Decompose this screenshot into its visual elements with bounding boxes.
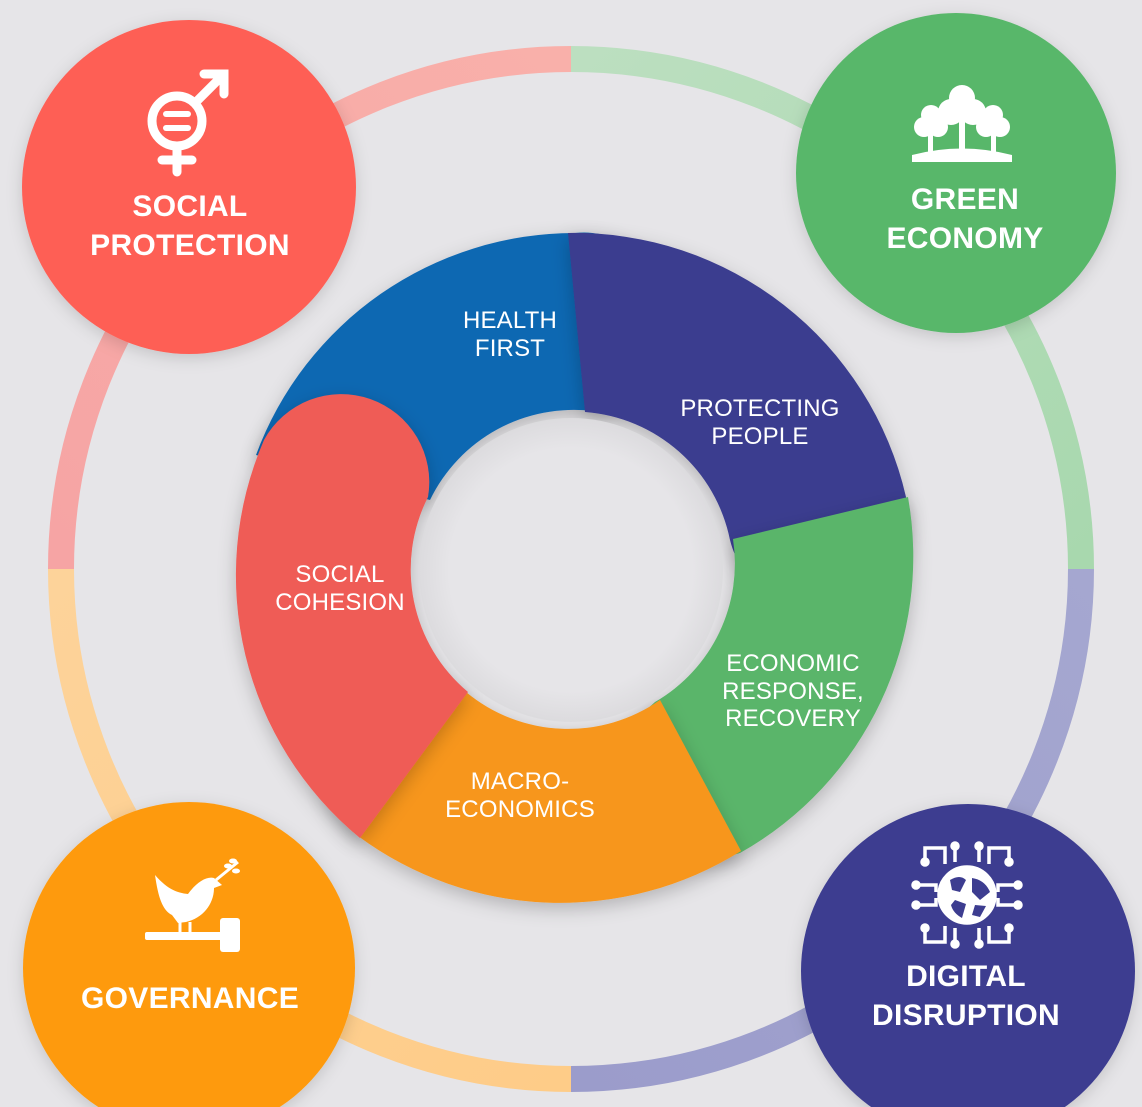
trees-icon <box>912 85 1012 162</box>
inner-donut <box>235 232 914 903</box>
label-line: SOCIAL <box>132 190 248 223</box>
label-line: RECOVERY <box>725 705 861 733</box>
label-line: FIRST <box>474 334 546 362</box>
label-line: RESPONSE, <box>722 677 864 705</box>
label-social-protection: SOCIAL PROTECTION <box>60 187 320 265</box>
label-line: ECONOMY <box>886 222 1044 255</box>
label-line: DIGITAL <box>906 960 1026 993</box>
donut-hole <box>419 418 723 722</box>
label-line: GOVERNANCE <box>80 982 300 1015</box>
circle-social-protection <box>22 20 356 354</box>
label-economic-response: ECONOMIC RESPONSE, RECOVERY <box>700 650 886 733</box>
outer-circles <box>22 13 1135 1107</box>
label-line: PROTECTION <box>90 229 290 262</box>
label-governance: GOVERNANCE <box>60 979 320 1018</box>
label-line: SOCIAL <box>295 561 385 588</box>
segment-protecting-people <box>568 232 909 610</box>
label-line: MACRO- <box>470 768 570 795</box>
label-line: COHESION <box>275 588 405 616</box>
gender-equality-icon <box>147 69 229 177</box>
segment-social-cohesion <box>235 394 468 838</box>
label-macro-economics: MACRO- ECONOMICS <box>420 768 620 823</box>
label-line: PEOPLE <box>711 422 809 450</box>
globe-circuit-icon <box>911 841 1023 949</box>
label-protecting-people: PROTECTING PEOPLE <box>660 395 860 450</box>
label-line: HEALTH <box>462 307 558 334</box>
circle-digital-disruption <box>801 804 1135 1107</box>
label-line: GREEN <box>910 183 1020 216</box>
label-line: ECONOMIC <box>726 650 860 677</box>
circle-green-economy <box>796 13 1116 333</box>
dove-gavel-icon <box>145 858 240 952</box>
label-social-cohesion: SOCIAL COHESION <box>250 561 430 616</box>
label-line: PROTECTING <box>680 395 840 422</box>
label-line: ECONOMICS <box>445 795 595 823</box>
label-green-economy: GREEN ECONOMY <box>835 180 1095 258</box>
label-digital-disruption: DIGITAL DISRUPTION <box>836 957 1096 1035</box>
label-line: DISRUPTION <box>871 999 1060 1032</box>
label-health-first: HEALTH FIRST <box>430 307 590 362</box>
circle-governance <box>23 802 355 1107</box>
